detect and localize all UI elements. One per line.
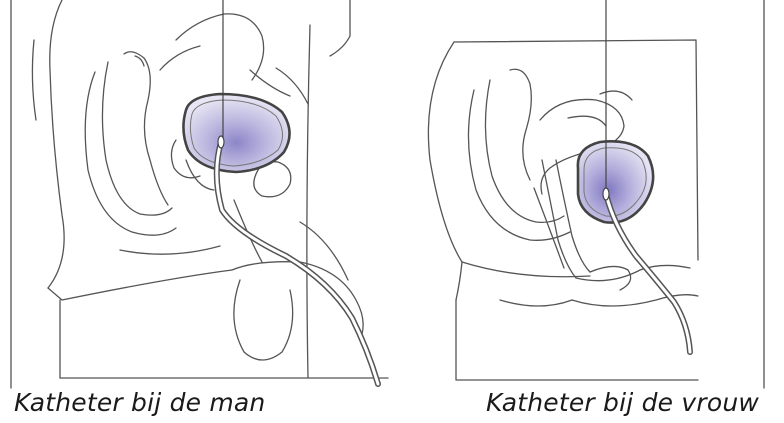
abdomen-outline [48,0,64,288]
female-anatomy-svg [400,0,784,395]
back-outline [307,25,310,378]
male-anatomy-svg [0,0,400,395]
scrotum-outline [234,280,293,360]
catheter-male [217,0,378,384]
abdomen-outline-female [428,42,462,262]
bladder-male [183,94,289,172]
bladder-female [578,141,653,222]
thigh-top [48,270,232,300]
caption-male: Katheter bij de man [14,388,265,417]
caption-female: Katheter bij de vrouw [486,388,759,417]
male-anatomy-illustration [0,0,400,395]
female-anatomy-illustration [400,0,784,395]
back-top [330,0,350,56]
